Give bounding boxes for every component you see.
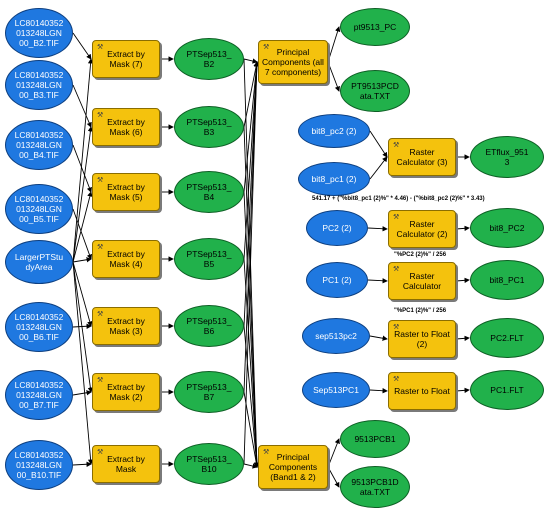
- input-sep513pc1[interactable]: Sep513PC1: [302, 372, 370, 408]
- tool-principal-components-all[interactable]: ⚒Principal Components (all 7 components): [258, 40, 328, 84]
- output-etflux[interactable]: ETflux_951 3: [470, 136, 544, 178]
- hammer-icon: ⚒: [393, 214, 400, 221]
- connector-30: [243, 191, 260, 468]
- hammer-icon: ⚒: [263, 44, 270, 51]
- input-b10[interactable]: LC80140352 013248LGN 00_B10.TIF: [5, 440, 73, 490]
- output-pt9513-pc[interactable]: pt9513_PC: [340, 8, 410, 46]
- connector-39: [369, 130, 388, 158]
- pts-b6[interactable]: PTSep513_ B6: [174, 305, 244, 347]
- tool-raster-to-float-2[interactable]: ⚒Raster to Float (2): [388, 320, 456, 358]
- tool-principal-components-band12[interactable]: ⚒Principal Components (Band1 & 2): [258, 445, 328, 489]
- connector-42: [367, 226, 388, 232]
- connector-3: [72, 208, 93, 260]
- connector-23: [243, 61, 260, 193]
- connector-34: [243, 463, 258, 469]
- output-9513pcb1[interactable]: 9513PCB1: [340, 420, 410, 458]
- output-pc1-flt[interactable]: PC1.FLT: [470, 370, 544, 410]
- input-study-area[interactable]: LargerPTStu dyArea: [5, 240, 73, 284]
- connector-8: [72, 126, 94, 263]
- expression-rc3: 541.17 + ("%bit8_pc1 (2)%" * 4.46) - ("%…: [312, 196, 485, 202]
- tool-extract-mask-5[interactable]: ⚒Extract by Mask (5): [92, 173, 160, 211]
- tool-extract-mask-2[interactable]: ⚒Extract by Mask (2): [92, 373, 160, 411]
- pts-b2[interactable]: PTSep513_ B2: [174, 38, 244, 80]
- output-pt9513-pcdata[interactable]: PT9513PCD ata.TXT: [340, 70, 410, 112]
- input-b7[interactable]: LC80140352 013248LGN 00_B7.TIF: [5, 370, 73, 420]
- connector-1: [72, 84, 92, 128]
- pts-b7[interactable]: PTSep513_ B7: [174, 371, 244, 413]
- connector-21: [243, 58, 258, 64]
- hammer-icon: ⚒: [97, 377, 104, 384]
- connector-7: [72, 58, 94, 263]
- connector-49: [455, 387, 470, 394]
- connector-32: [243, 325, 260, 468]
- connector-47: [455, 335, 470, 342]
- tool-extract-mask-3[interactable]: ⚒Extract by Mask (3): [92, 307, 160, 345]
- connector-33: [243, 391, 259, 468]
- hammer-icon: ⚒: [393, 324, 400, 331]
- hammer-icon: ⚒: [393, 376, 400, 383]
- connector-5: [72, 390, 92, 396]
- connector-24: [243, 61, 260, 260]
- connector-2: [72, 144, 92, 193]
- input-sep513pc2[interactable]: sep513pc2: [302, 318, 370, 354]
- connector-0: [72, 32, 92, 60]
- connector-12: [72, 261, 94, 393]
- input-b3[interactable]: LC80140352 013248LGN 00_B3.TIF: [5, 60, 73, 110]
- input-pc1-2[interactable]: PC1 (2): [306, 262, 368, 298]
- output-9513pcb1-data[interactable]: 9513PCB1D ata.TXT: [340, 466, 410, 508]
- hammer-icon: ⚒: [393, 266, 400, 273]
- connector-48: [369, 388, 388, 394]
- tool-extract-mask-7[interactable]: ⚒Extract by Mask (7): [92, 40, 160, 78]
- hammer-icon: ⚒: [263, 449, 270, 456]
- input-bit8-pc1[interactable]: bit8_pc1 (2): [298, 162, 370, 196]
- hammer-icon: ⚒: [97, 112, 104, 119]
- input-bit8-pc2[interactable]: bit8_pc2 (2): [298, 114, 370, 148]
- connector-36: [327, 61, 340, 92]
- input-pc2-2[interactable]: PC2 (2): [306, 210, 368, 246]
- tool-extract-mask-4[interactable]: ⚒Extract by Mask (4): [92, 240, 160, 278]
- tool-raster-calculator-2[interactable]: ⚒Raster Calculator (2): [388, 210, 456, 248]
- pts-b4[interactable]: PTSep513_ B4: [174, 171, 244, 213]
- tool-raster-to-float[interactable]: ⚒Raster to Float: [388, 372, 456, 410]
- tool-extract-mask-6[interactable]: ⚒Extract by Mask (6): [92, 108, 160, 146]
- connector-29: [243, 126, 260, 468]
- connector-44: [367, 278, 388, 284]
- input-b6[interactable]: LC80140352 013248LGN 00_B6.TIF: [5, 302, 73, 352]
- hammer-icon: ⚒: [97, 177, 104, 184]
- connector-9: [72, 191, 93, 263]
- connector-43: [455, 225, 470, 232]
- tool-raster-calculator[interactable]: ⚒Raster Calculator: [388, 262, 456, 300]
- connector-6: [72, 461, 92, 467]
- connector-37: [327, 438, 340, 468]
- output-bit8-pc1[interactable]: bit8_PC1: [470, 260, 544, 300]
- pts-b10[interactable]: PTSep513_ B10: [174, 443, 244, 485]
- connector-40: [369, 156, 388, 180]
- pts-b5[interactable]: PTSep513_ B5: [174, 238, 244, 280]
- hammer-icon: ⚒: [393, 142, 400, 149]
- expression-rc: "%PC1 (2)%" / 256: [394, 308, 447, 314]
- expression-rc2: "%PC2 (2)%" / 256: [394, 252, 447, 258]
- input-b4[interactable]: LC80140352 013248LGN 00_B4.TIF: [5, 120, 73, 170]
- connector-38: [327, 466, 340, 488]
- connector-10: [72, 257, 92, 263]
- output-pc2-flt[interactable]: PC2.FLT: [470, 318, 544, 358]
- input-b2[interactable]: LC80140352 013248LGN 00_B2.TIF: [5, 8, 73, 58]
- connector-11: [72, 261, 93, 327]
- hammer-icon: ⚒: [97, 311, 104, 318]
- hammer-icon: ⚒: [97, 44, 104, 51]
- tool-extract-mask[interactable]: ⚒Extract by Mask: [92, 445, 160, 483]
- connector-46: [369, 335, 388, 341]
- hammer-icon: ⚒: [97, 244, 104, 251]
- output-bit8-pc2[interactable]: bit8_PC2: [470, 208, 544, 248]
- connector-13: [72, 261, 94, 465]
- connector-31: [243, 258, 260, 468]
- hammer-icon: ⚒: [97, 449, 104, 456]
- pts-b3[interactable]: PTSep513_ B3: [174, 106, 244, 148]
- connector-35: [327, 26, 341, 63]
- input-b5[interactable]: LC80140352 013248LGN 00_B5.TIF: [5, 184, 73, 234]
- connector-45: [455, 277, 470, 284]
- tool-raster-calculator-3[interactable]: ⚒Raster Calculator (3): [388, 138, 456, 176]
